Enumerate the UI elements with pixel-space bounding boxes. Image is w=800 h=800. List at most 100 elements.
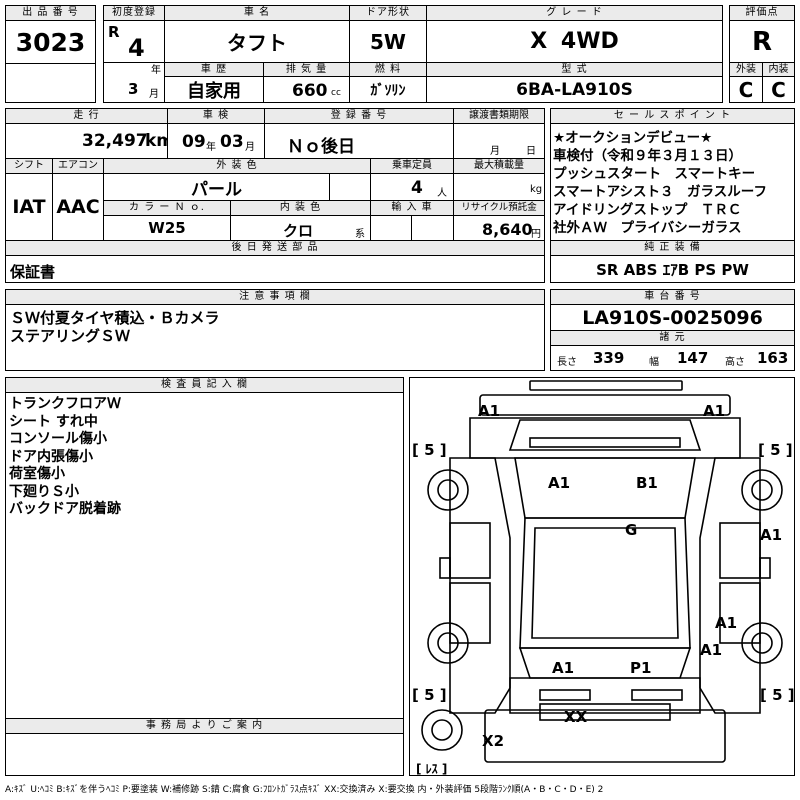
sales-point: 車検付（令和９年３月１３日） (553, 148, 742, 164)
inspector-label: 検 査 員 記 入 欄 (5, 377, 404, 393)
mark-tire-rl: [ 5 ] (412, 686, 447, 704)
front-bumper-top (529, 380, 683, 391)
mark-tire-rr: [ 5 ] (760, 686, 794, 704)
grade-label: グ レ ー ド (426, 5, 723, 21)
car-name-label: 車 名 (164, 5, 350, 21)
front-right-hub (751, 479, 773, 501)
inspector-list: トランクフロアＷ シート すれ中 コンソール傷小 ドア内張傷小 荷室傷小 下廻り… (9, 396, 121, 519)
interior-color: クロ (283, 222, 314, 240)
office-label: 事 務 局 よ り ご 案 内 (5, 718, 404, 734)
inspection-month: 03 (220, 132, 244, 152)
recycle-cell: 8,640 円 (453, 215, 545, 241)
equipment: SR ABS ｴｱB PS PW (550, 255, 795, 283)
inspector-note: ドア内張傷小 (9, 448, 93, 465)
max-load-label: 最大積載量 (453, 158, 545, 174)
month-unit: 月 (149, 89, 159, 100)
transfer-month-unit: 月 (490, 146, 500, 157)
height: 163 (757, 349, 789, 367)
sales-point: プッシュスタート スマートキー (553, 166, 756, 182)
fuel: ｶﾞｿﾘﾝ (349, 76, 427, 103)
sales-points-box: ★オークションデビュー★ 車検付（令和９年３月１３日） プッシュスタート スマー… (550, 123, 795, 241)
mark-front-right: A1 (703, 402, 725, 420)
model-code: 6BA-LA910S (426, 76, 723, 103)
legend: A:ｷｽﾞ U:ﾍｺﾐ B:ｷｽﾞを伴うﾍｺﾐ P:要塗装 W:補修跡 S:錆 … (5, 785, 604, 795)
registration-year: 4 (128, 34, 145, 62)
roof (519, 517, 691, 649)
first-registration-cell: R 4 年 3 月 (103, 20, 165, 103)
spare-wheel (421, 709, 463, 751)
transfer-deadline-label: 譲渡書類期限 (453, 108, 545, 124)
left-rear-door (449, 582, 491, 644)
left-front-door (449, 522, 491, 579)
notes-list: ＳＷ付夏タイヤ積込・Ｂカメラ ステアリングＳＷ (10, 309, 220, 345)
car-name: タフト (164, 20, 350, 63)
mileage-unit: km (145, 131, 175, 151)
mark-rear-left: A1 (552, 659, 574, 677)
inspector-note: トランクフロアＷ (9, 396, 121, 412)
rear-bumper-area (484, 709, 726, 763)
rear-panel (539, 703, 671, 721)
damage-diagram: A1 A1 [ 5 ] [ 5 ] A1 B1 G A1 A1 A1 A1 P1… (409, 377, 795, 776)
capacity: 4 (411, 178, 423, 198)
mark-rear-x2: X2 (482, 732, 504, 750)
interior-color-unit: 系 (355, 229, 365, 240)
recycle-fee: 8,640 (482, 220, 533, 239)
sales-point: スマートアシスト３ ガラスルーフ (553, 184, 767, 200)
interior-grade: C (762, 76, 795, 103)
displacement-unit: cc (331, 88, 341, 98)
mark-rear-center: P1 (630, 659, 651, 677)
left-mirror (439, 557, 451, 579)
mark-roof-right: B1 (636, 474, 658, 492)
right-mirror (759, 557, 771, 579)
rear-right-wheel (741, 622, 783, 664)
door-type: 5W (349, 20, 427, 63)
sales-point: ★オークションデビュー★ (553, 130, 713, 146)
equipment-label: 純 正 装 備 (550, 240, 795, 256)
back-door (509, 677, 701, 714)
color: パール (103, 173, 330, 201)
history: 自家用 (164, 76, 264, 103)
ac: AAC (52, 173, 104, 241)
spec-label: 諸 元 (550, 330, 795, 346)
max-load-unit: kg (530, 184, 543, 195)
first-registration-label: 初度登録 (103, 5, 165, 21)
import-cell-right (411, 215, 454, 241)
rear-left-wheel (427, 622, 469, 664)
deferred-parts: 保証書 (10, 263, 56, 281)
mark-rear-right-upper: A1 (715, 614, 737, 632)
spare-hub (431, 719, 453, 741)
plate-number: Ｎｏ後日 (287, 137, 355, 157)
color-label: 外 装 色 (103, 158, 371, 174)
shift-label: シフト (5, 158, 53, 174)
color-blank (329, 173, 371, 201)
ac-label: エアコン (52, 158, 104, 174)
model-label: 型 式 (426, 62, 723, 77)
inspection-label: 車 検 (167, 108, 265, 124)
mileage-cell: 32,497 km (5, 123, 174, 159)
note-line: ステアリングＳＷ (10, 327, 131, 345)
spec-cell: 長さ 339 幅 147 高さ 163 (550, 345, 795, 371)
score: R (729, 20, 795, 63)
inspection-year: 09 (182, 132, 206, 152)
mark-right-side: A1 (760, 526, 782, 544)
import-label: 輸 入 車 (370, 200, 454, 216)
mark-tire-fl: [ 5 ] (412, 441, 447, 459)
max-load-cell: kg (453, 173, 545, 201)
color-number: W25 (103, 215, 231, 241)
mileage: 32,497 (82, 131, 148, 151)
right-front-door (719, 522, 761, 579)
grade: X 4WD (426, 20, 723, 63)
inspection-month-unit: 月 (245, 142, 255, 153)
displacement: 660 (292, 81, 328, 101)
plate-label: 登 録 番 号 (264, 108, 454, 124)
front-bumper (479, 394, 731, 416)
era-letter: R (108, 23, 120, 41)
inspector-note: コンソール傷小 (9, 431, 107, 447)
front-left-wheel (427, 469, 469, 511)
height-label: 高さ (725, 357, 745, 368)
front-right-wheel (741, 469, 783, 511)
lot-number-label: 出 品 番 号 (5, 5, 96, 21)
windshield (514, 457, 696, 519)
exterior-grade: C (729, 76, 763, 103)
office-box (5, 733, 404, 776)
